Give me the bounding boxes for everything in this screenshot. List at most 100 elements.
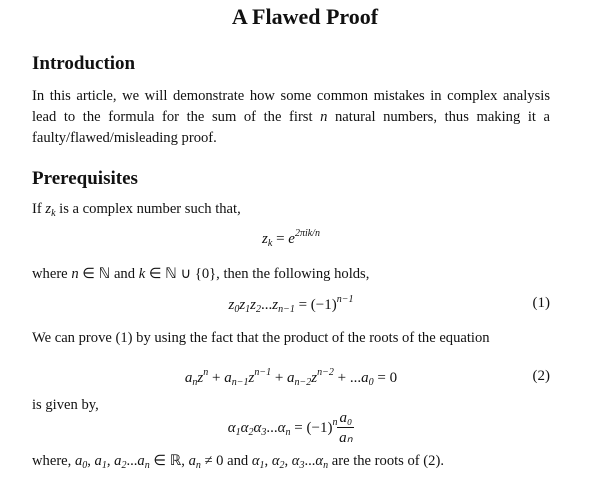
math-subscript: k [267,238,273,249]
prereq-paragraph-4: is given by, [32,395,550,416]
text-run: , [264,453,272,469]
math-symbol: α [253,419,262,436]
text-run: , [284,453,292,469]
math-subscript: 1 [259,460,265,471]
math-symbol: z [228,297,235,313]
math-subscript: k [51,208,56,219]
math-symbol: a [137,453,145,469]
text-run: ... [266,419,278,436]
math-symbol: z [239,297,246,313]
math-subscript: 0 [368,377,374,388]
math-symbol: α [240,419,249,436]
math-subscript: 2 [256,304,261,315]
text-run: = [272,231,289,247]
text-run: ≠ 0 and [200,453,252,469]
math-superscript: n [203,367,209,378]
math-superscript: n−2 [317,367,334,378]
text-run: are the roots of (2). [328,453,444,469]
math-symbol: α [227,419,236,436]
math-subscript: 2 [248,426,254,438]
equation-2-number: (2) [532,368,551,384]
fraction-part: a₀ [337,410,355,428]
fraction: a₀ aₙ [337,410,355,447]
text-run: is given by, [32,397,99,413]
math-superscript: n [332,416,338,428]
equation-2: anzn + an−1zn−1 + an−2zn−2 + ...a0 = 0 [32,367,550,388]
math-subscript: 3 [299,460,305,471]
math-superscript: n−1 [254,367,272,378]
math-symbol: a [287,370,295,386]
math-symbol: α [277,419,286,436]
math-symbol: z [272,297,279,313]
text-run: natural numbers, thus making it a faulty… [32,109,550,146]
text-run: If [32,201,46,217]
math-subscript: n−1 [231,377,249,388]
equation-1: z0z1z2...zn−1 = (−1)n−1 [32,294,550,315]
fraction-part: aₙ [339,430,353,446]
math-subscript: n−1 [278,304,295,315]
math-symbol: z [262,231,268,247]
math-symbol: z [45,201,52,217]
math-subscript: n [192,377,198,388]
equation-1-number: (1) [532,295,551,311]
math-symbol: a [94,453,102,469]
math-subscript: 0 [82,460,88,471]
math-symbol: z [197,370,204,386]
math-symbol: α [251,453,260,469]
section-heading-prerequisites: Prerequisites [32,168,138,189]
text-run: ... [304,453,316,469]
math-symbol: a [188,453,196,469]
math-subscript: 0 [234,304,240,315]
prereq-paragraph-2: where n ∈ ℕ and k ∈ ℕ ∪ {0}, then the fo… [32,264,550,285]
math-subscript: 2 [279,460,285,471]
math-subscript: n [285,426,291,438]
math-symbol: a [224,370,232,386]
text-run: ∈ ℝ, [149,453,189,469]
text-run: where [32,266,72,282]
math-symbol: k [138,266,146,282]
math-symbol: z [311,370,318,386]
equation-zk: zk = e2πik/n [32,228,550,249]
math-symbol: α [291,453,300,469]
text-run: where, [32,453,75,469]
math-symbol: n [71,266,79,282]
math-subscript: n [144,460,150,471]
math-subscript: 1 [101,460,107,471]
intro-paragraph: In this article, we will demonstrate how… [32,86,550,149]
text-run: + [208,370,225,386]
math-symbol: a [74,453,83,469]
math-symbol: z [248,370,255,386]
prereq-paragraph-5: where, a0, a1, a2...an ∈ ℝ, an ≠ 0 and α… [32,451,550,476]
text-run: + [271,370,288,386]
math-subscript: 2 [121,460,127,471]
math-symbol: z [250,297,256,313]
text-run: , [87,453,95,469]
section-heading-introduction: Introduction [32,53,136,74]
text-run: = (−1) [290,419,333,436]
math-symbol: a [184,370,193,386]
text-run: We can prove (1) by using the fact that … [32,330,490,346]
math-subscript: 3 [261,426,267,438]
math-superscript: 2πik/n [294,228,320,239]
text-run: = (−1) [294,297,337,313]
text-run: = 0 [373,370,398,386]
math-symbol: a [361,370,369,386]
math-symbol: n [320,109,328,125]
math-symbol: e [288,231,295,247]
text-run: , [106,453,115,469]
text-run: ... [261,297,273,313]
math-subscript: 1 [235,426,241,438]
text-run: ∈ ℕ ∪ {0}, then the following holds, [145,266,370,282]
prereq-paragraph-3: We can prove (1) by using the fact that … [32,328,550,349]
text-run: ∈ ℕ and [78,266,139,282]
math-subscript: n [323,460,329,471]
math-symbol: α [315,453,324,469]
text-run: is a complex number such that, [55,201,241,217]
math-subscript: n [195,460,201,471]
math-subscript: 1 [245,304,251,315]
text-run: + ... [333,370,362,386]
math-symbol: α [271,453,280,469]
document-title: A Flawed Proof [231,4,379,29]
math-superscript: n−1 [336,294,354,305]
